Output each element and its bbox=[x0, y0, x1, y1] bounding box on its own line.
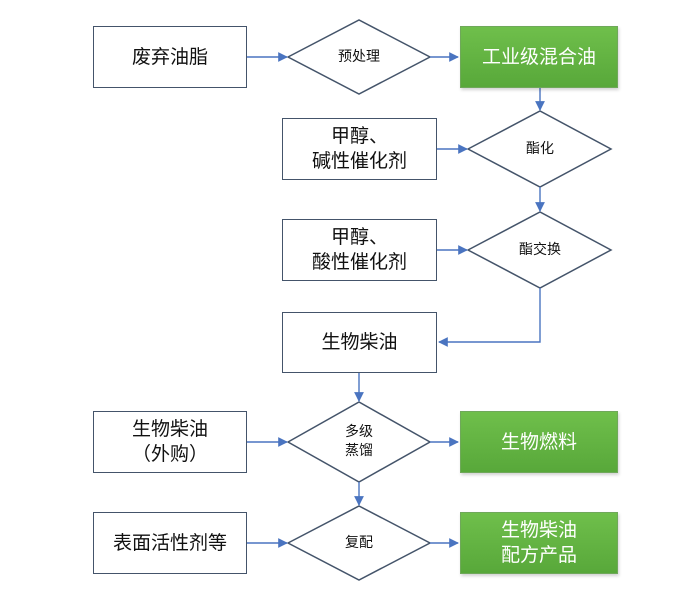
surfactant-box: 表面活性剂等 bbox=[93, 512, 247, 574]
distill-label: 多级 蒸馏 bbox=[299, 420, 419, 464]
methanol-acid-line1: 甲醇、 bbox=[330, 226, 388, 249]
methanol-acid-box: 甲醇、 酸性催化剂 bbox=[282, 219, 437, 281]
distill-line2: 蒸馏 bbox=[345, 443, 373, 459]
surfactant-label: 表面活性剂等 bbox=[112, 531, 227, 554]
biodiesel-box: 生物柴油 bbox=[282, 312, 437, 373]
methanol-base-box: 甲醇、 碱性催化剂 bbox=[282, 118, 437, 180]
industrial-oil-box: 工业级混合油 bbox=[460, 26, 618, 88]
waste-oil-box: 废弃油脂 bbox=[93, 26, 247, 88]
biodiesel-bought-line1: 生物柴油 bbox=[131, 418, 208, 441]
product-line1: 生物柴油 bbox=[500, 519, 577, 542]
blend-label: 复配 bbox=[345, 534, 373, 551]
biofuel-box: 生物燃料 bbox=[460, 411, 618, 473]
pretreat-label: 预处理 bbox=[338, 48, 380, 65]
esterify-label: 酯化 bbox=[526, 140, 554, 157]
biodiesel-bought-line2: （外购） bbox=[131, 443, 208, 465]
biodiesel-label: 生物柴油 bbox=[321, 331, 398, 354]
product-line2: 配方产品 bbox=[500, 544, 577, 566]
transesterify-diamond bbox=[466, 211, 613, 289]
methanol-acid-line2: 酸性催化剂 bbox=[311, 251, 407, 273]
waste-oil-label: 废弃油脂 bbox=[131, 45, 208, 68]
distill-line1: 多级 bbox=[345, 424, 373, 441]
biodiesel-bought-box: 生物柴油 （外购） bbox=[93, 411, 247, 473]
methanol-base-line2: 碱性催化剂 bbox=[311, 150, 407, 172]
biofuel-label: 生物燃料 bbox=[500, 430, 577, 453]
transesterify-label: 酯交换 bbox=[519, 241, 561, 258]
product-box: 生物柴油 配方产品 bbox=[460, 512, 618, 574]
arrow-transesterify-to-biodiesel bbox=[438, 288, 541, 347]
methanol-base-line1: 甲醇、 bbox=[330, 125, 388, 148]
esterify-diamond bbox=[466, 110, 613, 188]
industrial-oil-label: 工业级混合油 bbox=[481, 45, 596, 68]
